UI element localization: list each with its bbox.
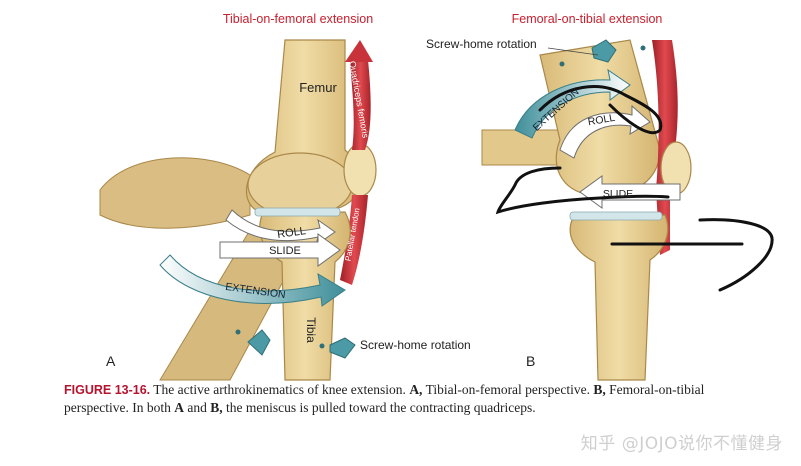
screw-home-leader-b bbox=[547, 47, 599, 56]
panel-a-letter: A bbox=[106, 353, 116, 369]
axis-dot-a2 bbox=[319, 343, 325, 349]
meniscus-b bbox=[569, 211, 663, 221]
slide-label-a: SLIDE bbox=[269, 245, 301, 257]
panel-a: Tibial-on-femoral extension Femur Tibia … bbox=[99, 12, 471, 381]
hand-drawn-stroke-right bbox=[610, 218, 774, 292]
meniscus bbox=[254, 207, 341, 217]
caption-a-bold: A, bbox=[409, 382, 423, 397]
caption-text-4: and bbox=[183, 400, 211, 415]
caption-b-bold: B, bbox=[593, 382, 606, 397]
screw-home-arrow-a-left bbox=[247, 329, 271, 356]
axis-dot-a bbox=[235, 329, 241, 335]
roll-label-b: ROLL bbox=[587, 112, 616, 129]
patellar-tendon bbox=[340, 195, 368, 285]
roll-label-a: ROLL bbox=[277, 225, 307, 241]
slide-arrow-b bbox=[579, 175, 681, 209]
figure-number: FIGURE 13-16. bbox=[64, 383, 151, 397]
tibia-bone-b bbox=[569, 214, 669, 381]
patella bbox=[343, 143, 377, 197]
caption-text-1: The active arthrokinematics of knee exte… bbox=[150, 382, 410, 397]
caption-text-5: the meniscus is pulled toward the contra… bbox=[222, 400, 536, 415]
quadriceps-muscle bbox=[350, 60, 371, 150]
hand-drawn-stroke-left bbox=[495, 166, 670, 215]
panel-b-title: Femoral-on-tibial extension bbox=[512, 12, 663, 26]
caption-a2-bold: A bbox=[174, 400, 184, 415]
femur-label: Femur bbox=[299, 80, 337, 95]
axis-dot-b2 bbox=[640, 45, 646, 51]
panel-a-title: Tibial-on-femoral extension bbox=[223, 12, 373, 26]
femoral-condyle bbox=[247, 152, 353, 218]
tibia-label: Tibia bbox=[304, 317, 318, 343]
panel-b-letter: B bbox=[526, 353, 535, 369]
figure-caption: FIGURE 13-16. The active arthrokinematic… bbox=[64, 381, 744, 416]
screw-home-label-b: Screw-home rotation bbox=[426, 37, 537, 51]
quadriceps-arrowhead bbox=[345, 40, 373, 62]
caption-text-2: Tibial-on-femoral perspective. bbox=[422, 382, 594, 397]
caption-text-3: Femoral-on-tibial perspective. In both bbox=[64, 382, 705, 415]
quadriceps-muscle-b bbox=[652, 40, 678, 255]
screw-home-arrow-a-right bbox=[329, 337, 356, 359]
extension-arrow-a bbox=[159, 254, 346, 307]
screw-home-label-a: Screw-home rotation bbox=[360, 338, 471, 352]
hand-drawn-stroke-top bbox=[538, 85, 663, 135]
axis-dot-b bbox=[559, 61, 565, 67]
slide-label-b: SLIDE bbox=[603, 188, 633, 200]
slide-arrow bbox=[219, 233, 341, 267]
screw-home-arrow-b bbox=[591, 39, 617, 63]
panel-b: Femoral-on-tibial extension Screw-home r… bbox=[426, 12, 774, 381]
caption-b2-bold: B, bbox=[210, 400, 223, 415]
watermark: 知乎 @JOJO说你不懂健身 bbox=[580, 434, 783, 454]
